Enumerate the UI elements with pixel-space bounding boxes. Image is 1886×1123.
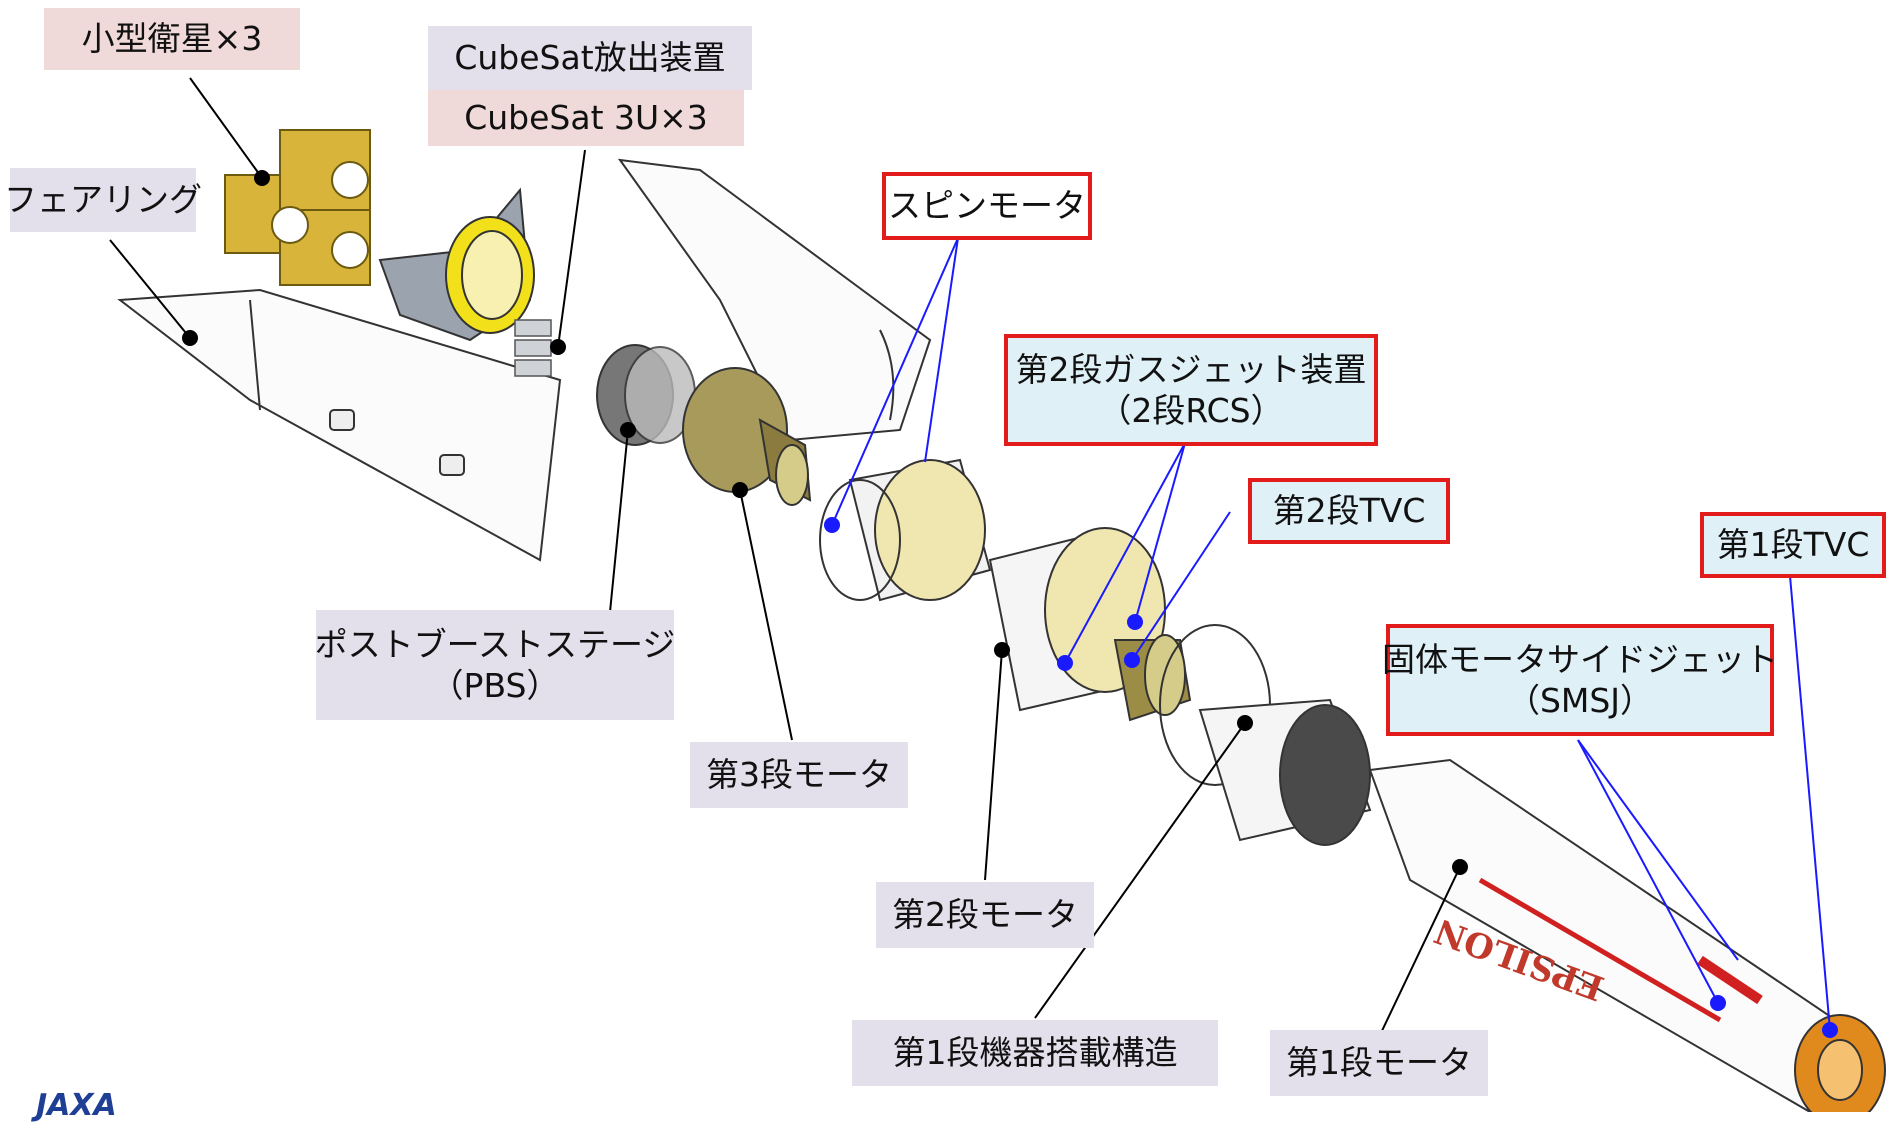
label-tvc1: 第1段TVC — [1700, 512, 1886, 578]
label-spin-motor: スピンモータ — [882, 172, 1092, 240]
label-small-satellites: 小型衛星×3 — [44, 8, 300, 70]
label-fairing: フェアリング — [4, 168, 202, 232]
label-tvc2: 第2段TVC — [1248, 478, 1450, 544]
leader-lines-blue — [831, 237, 1831, 1031]
fairing-lower — [117, 288, 562, 562]
pbs-assembly — [596, 344, 696, 446]
cubesat-3u-units — [514, 319, 552, 377]
motor-3 — [682, 367, 812, 506]
label-equip1: 第1段機器搭載構造 — [852, 1020, 1218, 1086]
label-smsj-line1: 固体モータサイドジェット — [1382, 639, 1778, 679]
label-smsj-line2: （SMSJ） — [1506, 681, 1654, 720]
label-pbs-line1: ポストブーストステージ — [314, 624, 676, 664]
label-motor2: 第2段モータ — [876, 882, 1094, 948]
spin-motor-adapter — [819, 458, 992, 602]
equip-structure-1 — [1198, 698, 1372, 846]
label-cubesat-3u: CubeSat 3U×3 — [428, 90, 744, 146]
label-gasjet-line1: 第2段ガスジェット装置 — [1015, 349, 1367, 389]
fairing-upper — [617, 158, 932, 442]
cubesat-dispenser — [378, 187, 535, 342]
label-motor1: 第1段モータ — [1270, 1030, 1488, 1096]
leader-dots-black — [182, 170, 1468, 875]
label-gasjet-line2: （2段RCS） — [1098, 391, 1284, 430]
label-pbs-line2: （PBS） — [430, 666, 560, 705]
label-pbs: ポストブーストステージ （PBS） — [314, 610, 676, 720]
label-motor3: 第3段モータ — [690, 742, 908, 808]
label-gasjet: 第2段ガスジェット装置 （2段RCS） — [1004, 334, 1378, 446]
label-smsj: 固体モータサイドジェット （SMSJ） — [1382, 624, 1778, 736]
label-cubesat-dispenser: CubeSat放出装置 — [428, 26, 752, 90]
leader-dots-blue — [824, 517, 1838, 1038]
motor-1 — [1368, 758, 1886, 1112]
leader-lines-black — [109, 77, 1461, 1036]
jaxa-logo: JAXA — [36, 1088, 117, 1123]
small-satellites — [224, 129, 371, 286]
